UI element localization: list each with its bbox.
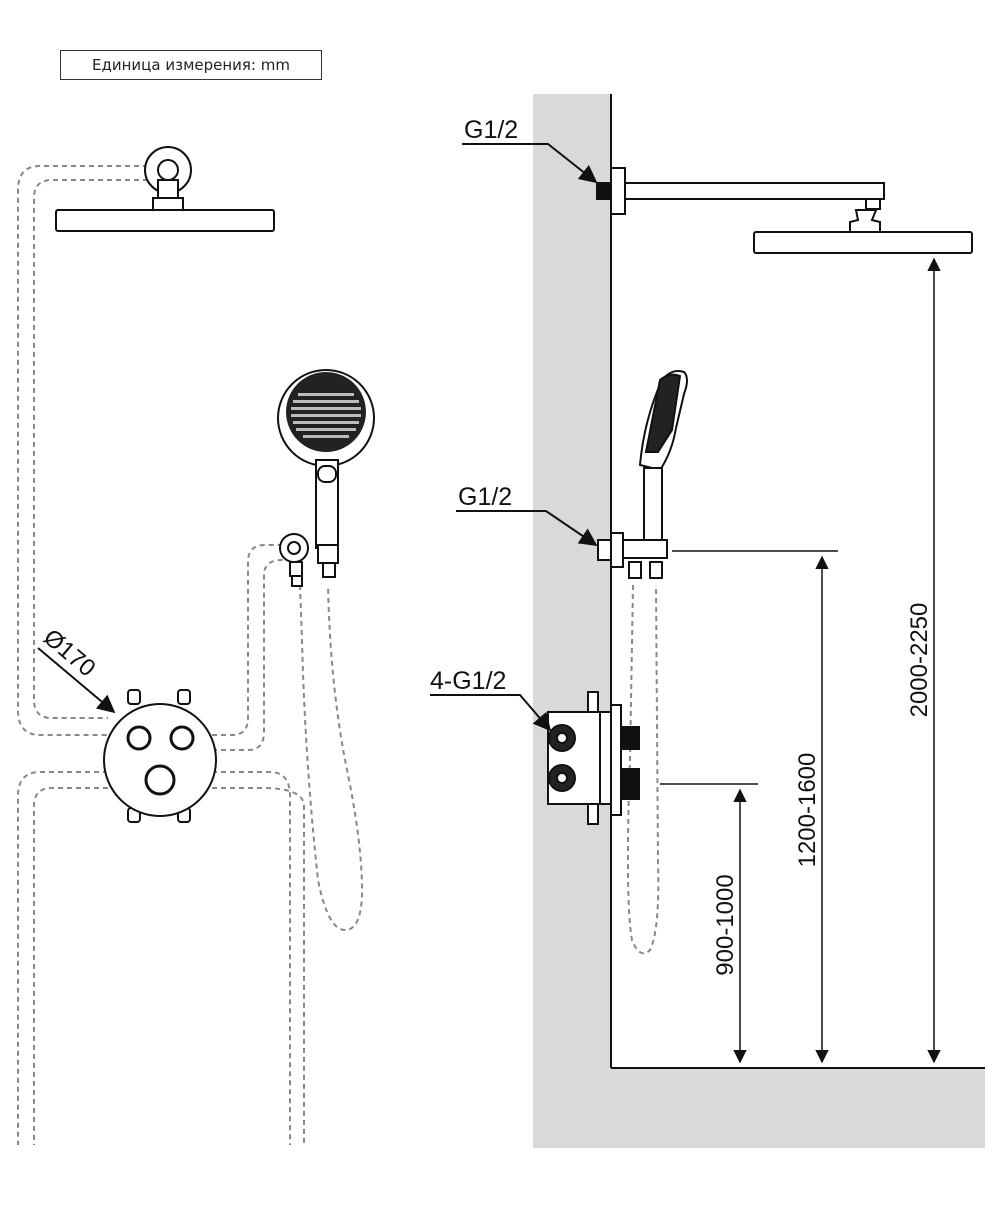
handshower-holder-front — [279, 533, 339, 587]
handshower-connection-label: G1/2 — [458, 483, 512, 511]
diameter-leader — [37, 647, 116, 714]
hidden-pipes — [17, 165, 364, 1145]
valve-height-dimension: 900-1000 — [712, 874, 739, 975]
front-view: Ø170 — [17, 146, 375, 1145]
dimension-lines — [660, 257, 941, 1064]
thermostatic-valve-front — [103, 689, 217, 823]
valve-connections-label: 4-G1/2 — [430, 667, 506, 695]
connection-callouts — [430, 143, 598, 732]
overhead-shower-height-dimension: 2000-2250 — [906, 603, 933, 718]
top-connection-label: G1/2 — [464, 116, 518, 144]
overhead-shower-head-front — [55, 209, 275, 232]
units-label: Единица измерения: mm — [60, 50, 322, 80]
handshower-side — [597, 370, 688, 579]
shower-arm-elbow — [144, 146, 192, 211]
side-view: G1/2 G1/2 4-G1/2 900-1000 1200-1600 2000… — [430, 94, 985, 1148]
handshower-outlet-height-dimension: 1200-1600 — [794, 753, 821, 868]
shower-arm-side — [596, 167, 973, 254]
handshower-front — [277, 369, 375, 549]
thermostatic-valve-side — [547, 691, 640, 825]
wall-section — [533, 94, 985, 1148]
